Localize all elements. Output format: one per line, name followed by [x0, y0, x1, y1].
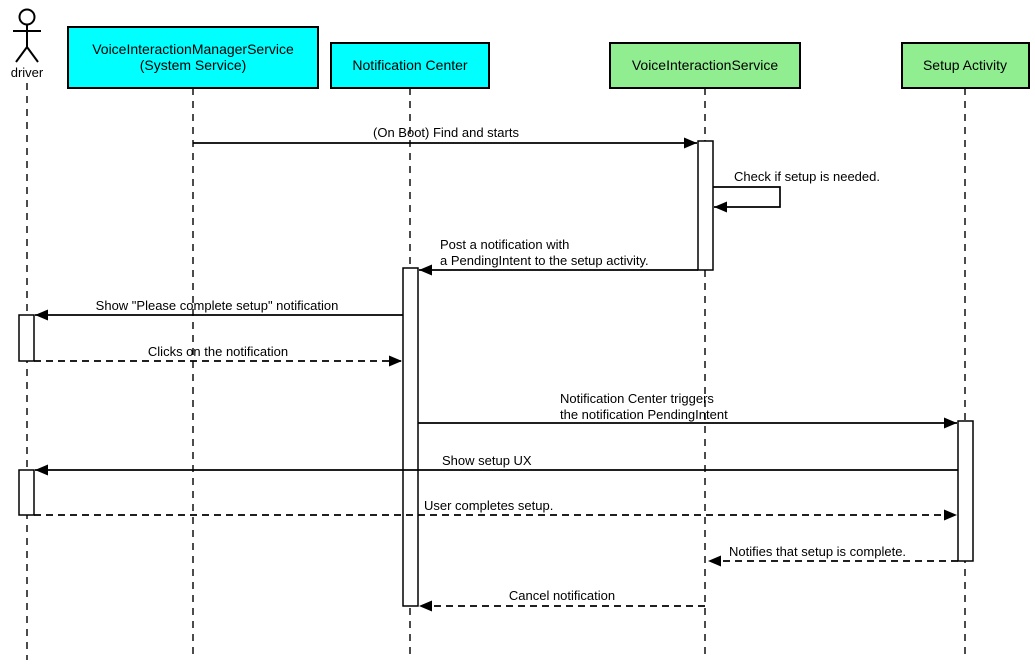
activation-driver-2 [18, 469, 35, 516]
actor-head [18, 8, 36, 26]
message-label-post-a-notification-line1: Post a notification with [440, 237, 569, 252]
message-label-on-boot-find-and-starts: (On Boot) Find and starts [373, 125, 519, 140]
actor-leg-left [15, 46, 28, 63]
actor-leg-right [26, 46, 39, 63]
message-label-user-completes-setup: User completes setup. [424, 498, 553, 513]
activation-voiceinteractionservice [697, 140, 714, 271]
message-label-cancel-notification: Cancel notification [509, 588, 615, 603]
message-label-notification-center-triggers-line2: the notification PendingIntent [560, 407, 728, 422]
message-label-show-setup-ux: Show setup UX [442, 453, 532, 468]
actor-driver-figure [13, 8, 41, 63]
message-label-notifies-setup-complete: Notifies that setup is complete. [729, 544, 906, 559]
participant-box-voiceinteractionservice [609, 42, 801, 89]
message-label-show-please-complete-setup: Show "Please complete setup" notificatio… [96, 298, 339, 313]
activation-notification-center [402, 267, 419, 607]
activation-driver-1 [18, 314, 35, 362]
message-label-notification-center-triggers-line1: Notification Center triggers [560, 391, 714, 406]
message-line-check-if-setup-is-needed [713, 186, 781, 213]
activation-setup-activity [957, 420, 974, 562]
participant-box-setup-activity [901, 42, 1030, 89]
actor-driver-label: driver [11, 65, 44, 80]
participant-label-voiceinteractionmanagerservice-line1: VoiceInteractionManagerService [92, 41, 294, 57]
message-label-clicks-on-the-notification: Clicks on the notification [148, 344, 288, 359]
participant-label-setup-activity: Setup Activity [923, 57, 1007, 73]
participant-label-voiceinteractionservice: VoiceInteractionService [632, 57, 779, 73]
participant-label-voiceinteractionmanagerservice-line2: (System Service) [140, 57, 247, 73]
participant-box-voiceinteractionmanagerservice [67, 26, 319, 89]
participant-label-notification-center: Notification Center [352, 57, 468, 73]
participant-box-notification-center [330, 42, 490, 89]
message-label-check-if-setup-is-needed: Check if setup is needed. [734, 169, 880, 184]
message-label-post-a-notification-line2: a PendingIntent to the setup activity. [440, 253, 649, 268]
